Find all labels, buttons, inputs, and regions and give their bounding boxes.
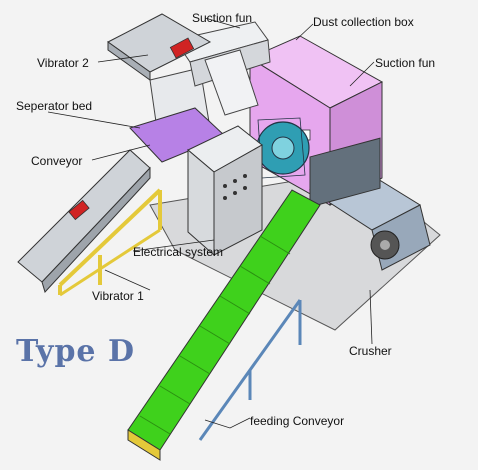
label-crusher: Crusher [349,344,392,358]
type-title: Type D [16,334,135,369]
crusher-shape [308,137,431,271]
suction-duct [149,21,271,151]
label-dust-collection-box: Dust collection box [313,15,414,29]
leader-lines [47,17,375,429]
label-feeding-conveyor: feeding Conveyor [250,414,345,428]
label-suction-fun-right: Suction fun [375,56,436,70]
conveyor-shape [17,149,162,297]
label-vibrator-2: Vibrator 2 [37,56,89,70]
label-electrical-system: Electrical system [133,245,224,259]
label-seperator-bed: Seperator bed [16,99,93,113]
vibrator-2-shape [107,13,212,81]
label-vibrator-1: Vibrator 1 [92,289,144,303]
label-conveyor: Conveyor [31,154,83,168]
feeding-conveyor-shape [127,189,321,461]
label-suction-fun-top: Suction fun [192,11,253,25]
electrical-cabinet [187,125,263,257]
